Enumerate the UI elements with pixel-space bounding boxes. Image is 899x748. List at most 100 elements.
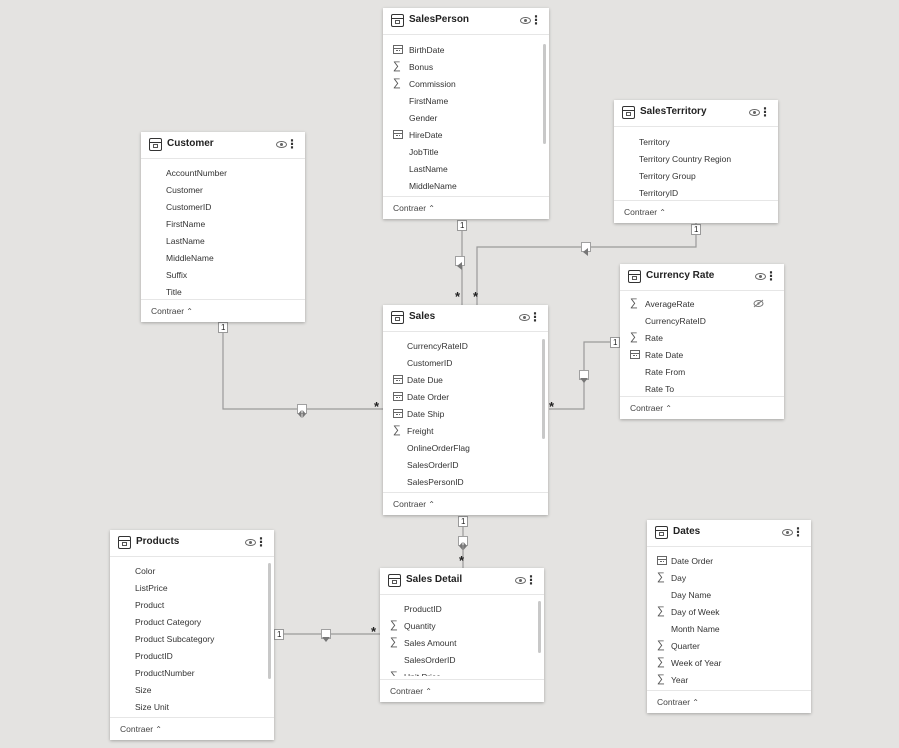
field-row[interactable]: ∑Bonus: [383, 59, 549, 76]
field-row[interactable]: CurrencyRateID: [620, 313, 784, 330]
collapse-button[interactable]: Contraer ⌃: [120, 724, 162, 734]
hidden-eye-icon[interactable]: [753, 299, 764, 308]
field-row[interactable]: Title: [141, 284, 305, 300]
eye-icon[interactable]: [755, 273, 766, 280]
field-row[interactable]: LastName: [141, 233, 305, 250]
field-row[interactable]: Product Category: [110, 614, 274, 631]
field-row[interactable]: Day Name: [647, 587, 811, 604]
rel-arrow-both-icon[interactable]: [458, 536, 468, 550]
eye-icon[interactable]: [245, 539, 256, 546]
field-row[interactable]: ∑Rate: [620, 330, 784, 347]
table-card-header[interactable]: Dates⋮: [647, 520, 811, 547]
scrollbar[interactable]: [542, 339, 545, 439]
eye-icon[interactable]: [519, 314, 530, 321]
field-row[interactable]: SalesPersonID: [383, 474, 548, 491]
rel-arrow-left-icon[interactable]: [581, 242, 591, 256]
field-row[interactable]: JobTitle: [383, 144, 549, 161]
field-row[interactable]: SalesOrderID: [380, 652, 544, 669]
collapse-button[interactable]: Contraer ⌃: [390, 686, 432, 696]
field-row[interactable]: BirthDate: [383, 42, 549, 59]
field-row[interactable]: ∑Quantity: [380, 618, 544, 635]
rel-arrow-left-icon[interactable]: [455, 256, 465, 270]
field-row[interactable]: ∑Commission: [383, 76, 549, 93]
rel-arrow-down-icon[interactable]: [579, 370, 589, 383]
field-row[interactable]: Color: [110, 563, 274, 580]
field-row[interactable]: Product Subcategory: [110, 631, 274, 648]
field-row[interactable]: Size Unit: [110, 699, 274, 715]
field-row[interactable]: CustomerID: [141, 199, 305, 216]
rel-arrow-both-icon[interactable]: [297, 404, 307, 418]
field-row[interactable]: FirstName: [383, 93, 549, 110]
scrollbar[interactable]: [268, 563, 271, 679]
eye-icon[interactable]: [276, 141, 287, 148]
field-row[interactable]: Territory: [614, 134, 778, 151]
field-row[interactable]: Size: [110, 682, 274, 699]
eye-icon[interactable]: [520, 17, 531, 24]
table-card-header[interactable]: SalesPerson⋮: [383, 8, 549, 35]
collapse-button[interactable]: Contraer ⌃: [393, 203, 435, 213]
scrollbar[interactable]: [538, 601, 541, 653]
field-row[interactable]: ∑Day: [647, 570, 811, 587]
field-row[interactable]: Product: [110, 597, 274, 614]
field-row[interactable]: ∑Week of Year: [647, 655, 811, 672]
eye-icon[interactable]: [515, 577, 526, 584]
table-card-header[interactable]: Currency Rate⋮: [620, 264, 784, 291]
more-options-icon[interactable]: ⋮: [255, 535, 267, 549]
more-options-icon[interactable]: ⋮: [525, 573, 537, 587]
field-row[interactable]: ∑Freight: [383, 423, 548, 440]
field-row[interactable]: ListPrice: [110, 580, 274, 597]
field-row[interactable]: Territory Country Region: [614, 151, 778, 168]
field-row[interactable]: FirstName: [141, 216, 305, 233]
collapse-button[interactable]: Contraer ⌃: [393, 499, 435, 509]
field-row[interactable]: Rate Date: [620, 347, 784, 364]
eye-icon[interactable]: [782, 529, 793, 536]
field-row[interactable]: TerritoryID: [614, 185, 778, 202]
scrollbar[interactable]: [543, 44, 546, 144]
table-card-salesdetail[interactable]: Sales Detail⋮ProductID∑Quantity∑Sales Am…: [380, 568, 544, 702]
collapse-button[interactable]: Contraer ⌃: [624, 207, 666, 217]
field-row[interactable]: ∑AverageRate: [620, 296, 784, 313]
field-row[interactable]: Date Due: [383, 372, 548, 389]
field-row[interactable]: Customer: [141, 182, 305, 199]
field-row[interactable]: ProductNumber: [110, 665, 274, 682]
table-card-header[interactable]: SalesTerritory⋮: [614, 100, 778, 127]
field-row[interactable]: ∑Quarter: [647, 638, 811, 655]
table-card-header[interactable]: Sales⋮: [383, 305, 548, 332]
more-options-icon[interactable]: ⋮: [286, 137, 298, 151]
more-options-icon[interactable]: ⋮: [765, 269, 777, 283]
field-row[interactable]: CurrencyRateID: [383, 338, 548, 355]
field-row[interactable]: Rate From: [620, 364, 784, 381]
field-row[interactable]: Gender: [383, 110, 549, 127]
field-row[interactable]: CustomerID: [383, 355, 548, 372]
field-row[interactable]: MiddleName: [383, 178, 549, 195]
eye-icon[interactable]: [749, 109, 760, 116]
field-row[interactable]: LastName: [383, 161, 549, 178]
field-row[interactable]: Territory Group: [614, 168, 778, 185]
more-options-icon[interactable]: ⋮: [792, 525, 804, 539]
field-row[interactable]: Rate To: [620, 381, 784, 398]
collapse-button[interactable]: Contraer ⌃: [657, 697, 699, 707]
table-card-header[interactable]: Products⋮: [110, 530, 274, 557]
field-row[interactable]: Date Order: [383, 389, 548, 406]
field-row[interactable]: ∑Unit Price -: [380, 669, 544, 677]
field-row[interactable]: ProductID: [110, 648, 274, 665]
field-row[interactable]: ∑Year: [647, 672, 811, 689]
field-row[interactable]: ∑Day of Week: [647, 604, 811, 621]
field-row[interactable]: HireDate: [383, 127, 549, 144]
field-row[interactable]: Date Ship: [383, 406, 548, 423]
field-row[interactable]: MiddleName: [141, 250, 305, 267]
field-row[interactable]: Suffix: [141, 267, 305, 284]
collapse-button[interactable]: Contraer ⌃: [151, 306, 193, 316]
more-options-icon[interactable]: ⋮: [529, 310, 541, 324]
field-row[interactable]: Month Name: [647, 621, 811, 638]
field-row[interactable]: OnlineOrderFlag: [383, 440, 548, 457]
more-options-icon[interactable]: ⋮: [759, 105, 771, 119]
field-row[interactable]: ProductID: [380, 601, 544, 618]
